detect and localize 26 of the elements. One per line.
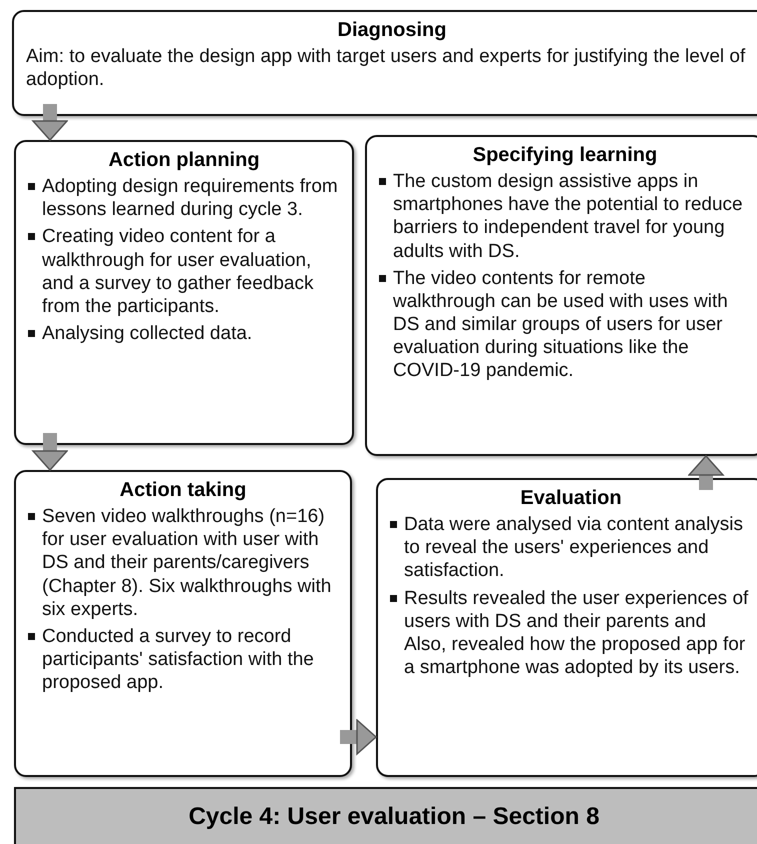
stage-heading: Cycle 4: User evaluation – Section 8 — [188, 802, 600, 832]
stage-box — [376, 478, 757, 777]
block-arrow — [688, 455, 724, 490]
block-arrow — [340, 719, 377, 755]
stage-heading: Specifying learning — [472, 143, 658, 168]
bullet-item: Adopting design requirements from lessons learned during cycle 3. — [28, 175, 340, 222]
bullet-item: Seven video walkthroughs (n=16) for user evaluation with user with DS and their parents/caregivers (Chapter 8). Six walkthroughs with six experts. — [28, 505, 338, 621]
stage-box — [14, 140, 354, 445]
title-banner — [14, 787, 757, 844]
block-arrow — [32, 104, 68, 141]
stage-box — [14, 470, 352, 777]
stage-description: Aim: to evaluate the design app with target users and experts for justifying the level of adoption. — [26, 45, 746, 92]
bullet-item: Results revealed the user experiences of users with DS and their parents and Also, revealed how the proposed app for a smartphone was adopted by its users. — [390, 586, 752, 680]
bullet-item: Creating video content for a walkthrough for user evaluation, and a survey to gather feedback from the participants. — [28, 225, 340, 318]
stage-box — [12, 10, 757, 116]
stage-heading: Diagnosing — [336, 18, 448, 43]
bullet-item: The video contents for remote walkthrough can be used with uses with DS and similar groups of users for user evaluation during situations like the COVID-19 pandemic. — [379, 266, 751, 383]
block-arrow — [32, 433, 68, 471]
bullet-item: Data were analysed via content analysis to reveal the users' experiences and satisfaction. — [390, 513, 752, 583]
bullet-item: Conducted a survey to record participants' satisfaction with the proposed app. — [28, 624, 338, 694]
stage-heading: Action taking — [118, 478, 248, 503]
bullet-item: Analysing collected data. — [28, 322, 340, 346]
bullet-item: The custom design assistive apps in smartphones have the potential to reduce barriers to independent travel for young adults with DS. — [379, 170, 751, 263]
stage-box — [365, 135, 757, 456]
stage-heading: Action planning — [107, 148, 261, 173]
stage-heading: Evaluation — [519, 486, 623, 511]
